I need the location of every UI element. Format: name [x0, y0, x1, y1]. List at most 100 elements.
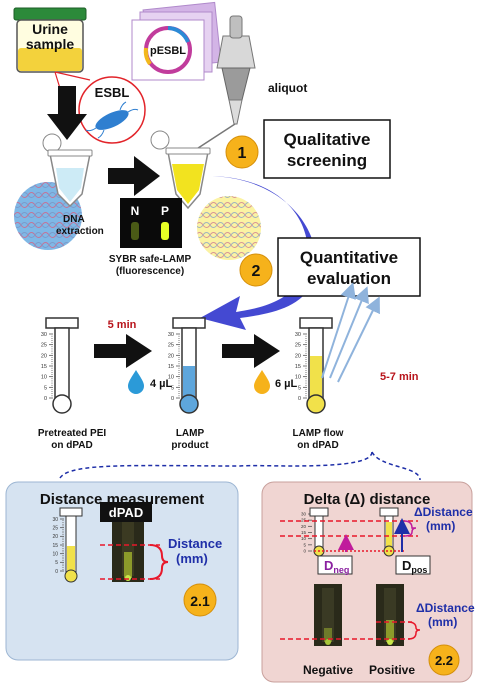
dashed-connector-right — [371, 451, 421, 481]
distance-label-line1: Distance — [168, 536, 222, 551]
scale-tick-label: 10 — [168, 375, 174, 381]
scale-tick-label: 0 — [44, 396, 47, 402]
down-arrow-icon — [47, 86, 87, 140]
scale-tick-label: 10 — [295, 375, 301, 381]
dpad-small-scale: 30 25 20 15 10 5 0 — [52, 517, 64, 575]
badge-2-1 — [183, 583, 217, 617]
volume-label-1: 4 µL — [150, 378, 173, 390]
fluor-positive-tube — [161, 222, 169, 240]
flow-arrow-icon — [329, 286, 369, 379]
dpad-photo — [112, 522, 144, 582]
scale-tick-label: 25 — [41, 343, 47, 349]
caption-2-line2: product — [171, 440, 209, 451]
pipette-icon — [191, 15, 256, 153]
scale-tick-label: 20 — [295, 353, 301, 359]
plasmid-label: pESBL — [150, 45, 186, 57]
step2-number: 2 — [252, 263, 261, 280]
scale-tick-label: 25 — [168, 343, 174, 349]
urine-label-line2: sample — [26, 36, 74, 52]
dpad-small-device — [59, 507, 83, 583]
scale-tick-label: 5 — [171, 385, 174, 391]
scale-tick-label: 15 — [301, 530, 307, 535]
time-label-1: 5 min — [108, 319, 137, 331]
caption-3-line2: on dPAD — [297, 440, 338, 451]
right-arrow-icon — [94, 334, 152, 368]
scale-tick-label: 15 — [41, 364, 47, 370]
step2-badge — [239, 253, 273, 287]
badge-2-2-label: 2.2 — [435, 653, 453, 668]
fluor-caption-line1: SYBR safe-LAMP — [109, 254, 192, 265]
badge-2-2 — [428, 644, 460, 676]
scale-tick-label: 25 — [52, 525, 58, 531]
dpad-device-1 — [45, 317, 79, 414]
dpad-label-box — [100, 502, 152, 522]
dpos-label: Dpos — [402, 558, 427, 575]
scale-tick-label: 5 — [44, 385, 47, 391]
scale-tick-label: 0 — [55, 569, 58, 575]
zoom-line — [54, 71, 91, 81]
volume-label-2: 6 µL — [275, 378, 298, 390]
scale-tick-label: 30 — [52, 517, 58, 523]
scale-tick-label: 5 — [303, 542, 306, 547]
positive-photo — [376, 584, 404, 646]
fluor-n-label: N — [131, 204, 140, 218]
flow-arrow-icon — [321, 282, 356, 379]
scale-tick-label: 20 — [168, 353, 174, 359]
flow-arrow-icon — [337, 296, 380, 383]
scale-tick-label: 10 — [41, 375, 47, 381]
scale-tick-label: 20 — [41, 353, 47, 359]
scale-tick-label: 5 — [55, 560, 58, 566]
caption-1-line2: on dPAD — [51, 440, 92, 451]
scale-tick-label: 0 — [171, 396, 174, 402]
droplet-orange-icon — [254, 370, 270, 394]
esbl-label: ESBL — [95, 85, 130, 100]
scale-tick-label: 0 — [303, 549, 306, 554]
plasmid-icon — [143, 26, 192, 74]
right-arrow-icon — [108, 156, 160, 196]
lamp-tube-icon — [150, 130, 211, 210]
dneg-box — [317, 555, 353, 575]
scale-tick-label: 30 — [41, 332, 47, 338]
scale-tick-label: 25 — [295, 343, 301, 349]
panel-left-title: Distance measurement — [40, 491, 204, 508]
scale-tick-label: 30 — [301, 512, 307, 517]
step1-title-line2: screening — [287, 151, 367, 170]
urine-label-line1: Urine — [32, 21, 68, 37]
caption-1-line1: Pretreated PEI — [38, 428, 107, 439]
scale-tick-label: 10 — [301, 536, 307, 541]
delta-b-line1: ΔDistance — [416, 601, 475, 615]
caption-2-line1: LAMP — [176, 428, 205, 439]
urine-sample-jar-icon — [13, 7, 87, 73]
dpad-device-3 — [299, 317, 333, 414]
time-label-2: 5-7 min — [380, 371, 419, 383]
delta-brace — [403, 520, 417, 537]
dpad-scale-2: 30 25 20 15 10 5 0 — [168, 332, 180, 402]
scale-tick-label: 5 — [298, 385, 301, 391]
curved-arrow-icon — [200, 176, 317, 330]
bacterium-icon — [85, 101, 139, 139]
scale-tick-label: 20 — [301, 524, 307, 529]
right-arrow-icon — [222, 334, 280, 368]
dpos-box — [395, 555, 431, 575]
tube-icon — [42, 133, 93, 208]
dpad-label: dPAD — [109, 505, 143, 520]
delta-label-line2: (mm) — [426, 519, 455, 533]
scale-tick-label: 20 — [52, 534, 58, 540]
badge-2-1-label: 2.1 — [190, 593, 210, 609]
step1-box — [263, 119, 391, 179]
scale-tick-label: 10 — [52, 551, 58, 557]
scale-tick-label: 30 — [295, 332, 301, 338]
scale-tick-label: 15 — [168, 364, 174, 370]
scale-tick-label: 15 — [52, 543, 58, 549]
negative-label: Negative — [303, 663, 353, 677]
delta-label-line1: ΔDistance — [414, 505, 473, 519]
dpad-scale-1: 30 25 20 15 10 5 0 — [41, 332, 53, 402]
scale-tick-label: 30 — [168, 332, 174, 338]
scale-tick-label: 25 — [301, 518, 307, 523]
delta-b-line2: (mm) — [428, 615, 457, 629]
dashed-connector-left — [59, 451, 373, 479]
step1-badge — [225, 135, 259, 169]
step1-number: 1 — [238, 145, 247, 162]
